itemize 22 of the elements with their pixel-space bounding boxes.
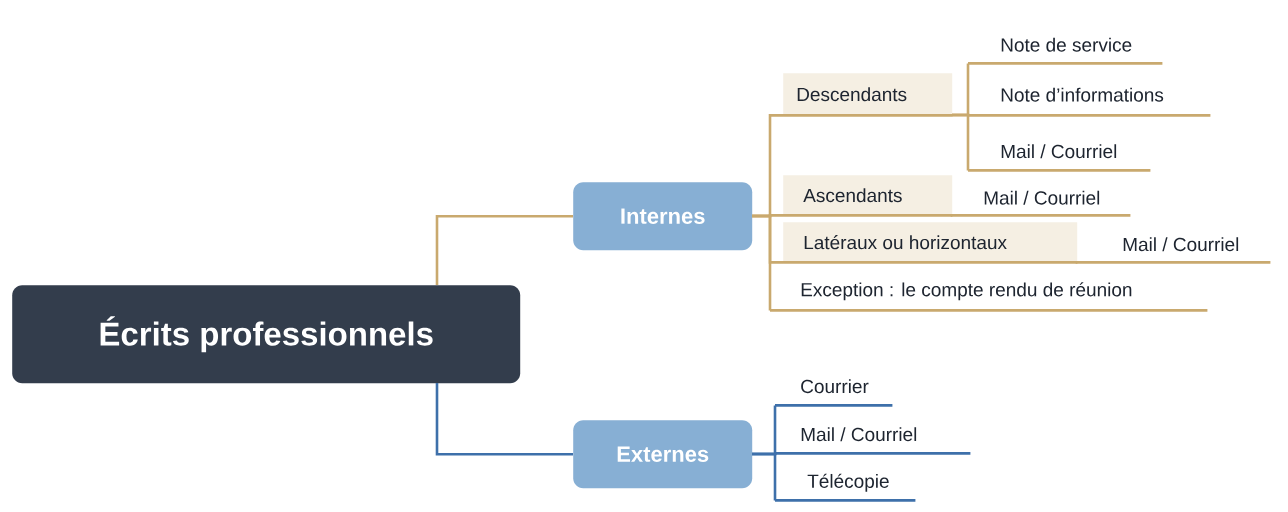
topic-label: Note d’informations: [968, 87, 1211, 117]
topic-label: Exception : le compte rendu de réunion: [770, 282, 1208, 312]
topic-label: Mail / Courriel: [775, 427, 971, 455]
connector-line: [752, 452, 777, 501]
branch-box: Internes: [573, 182, 753, 251]
central-topic-box: Écrits professionnels: [12, 285, 521, 384]
category-box: Descendants: [783, 73, 953, 117]
connector-line: [952, 113, 970, 171]
connector-line: [435, 214, 573, 285]
category-box: Ascendants: [783, 175, 953, 217]
topic-label: Télécopie: [775, 473, 916, 502]
topic-label: Mail / Courriel: [1105, 237, 1271, 264]
connector-line: [435, 383, 573, 456]
connector-line: [1075, 260, 1105, 264]
branch-box: Externes: [573, 420, 753, 489]
topic-label: Courrier: [775, 379, 893, 407]
category-box: Latéraux ou horizontaux: [783, 222, 1078, 264]
topic-label: Mail / Courriel: [968, 144, 1151, 172]
connector-line: [950, 213, 980, 217]
connector-line: [752, 214, 772, 311]
topic-label: Mail / Courriel: [980, 190, 1131, 217]
topic-label: Note de service: [968, 37, 1163, 65]
